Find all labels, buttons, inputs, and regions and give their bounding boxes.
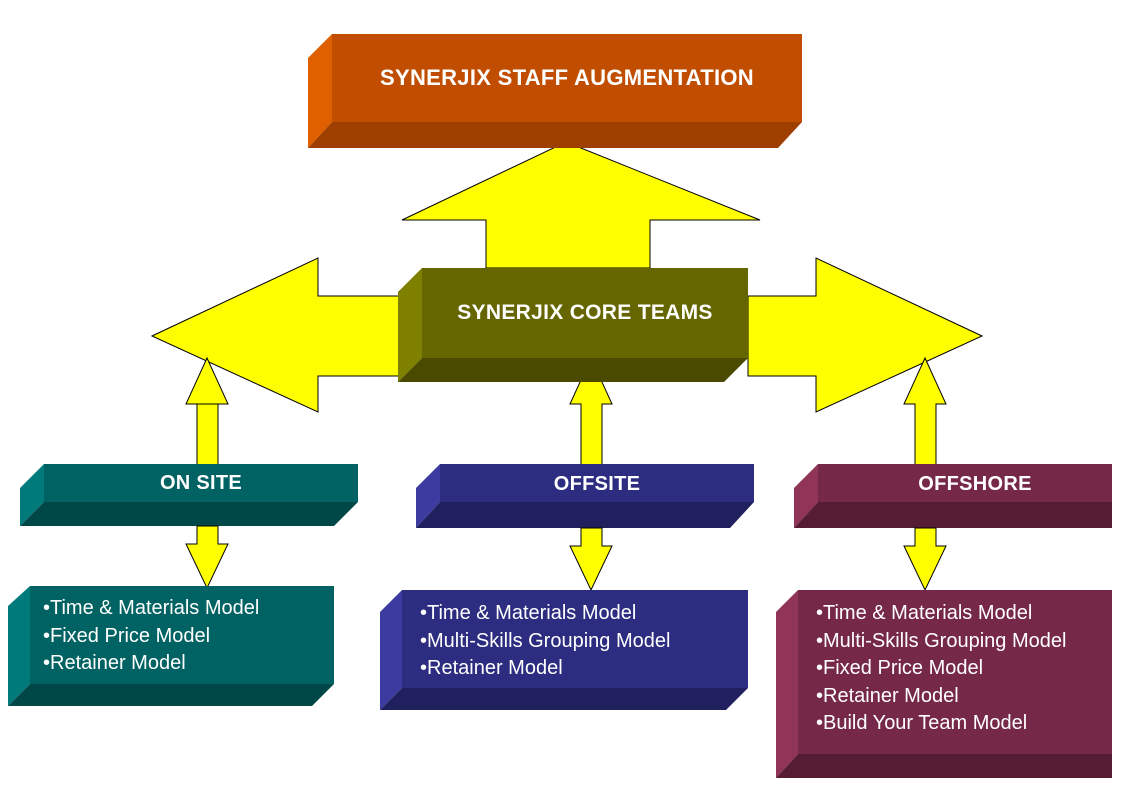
offshore-double-arrow xyxy=(903,356,947,469)
left-arrow xyxy=(150,257,401,413)
list-item: Multi-Skills Grouping Model xyxy=(420,628,670,656)
offsite-box xyxy=(416,464,754,528)
offshore-down-arrow xyxy=(903,527,947,592)
onsite-title: ON SITE xyxy=(159,471,243,494)
right-arrow xyxy=(747,257,984,413)
list-item: Time & Materials Model xyxy=(43,595,259,623)
list-item: Build Your Team Model xyxy=(816,710,1066,738)
onsite-down-arrow xyxy=(185,525,229,590)
list-item: Fixed Price Model xyxy=(816,655,1066,683)
core-box xyxy=(398,268,748,382)
list-item: Retainer Model xyxy=(43,650,259,678)
offsite-model-list: Time & Materials Model Multi-Skills Grou… xyxy=(420,600,670,683)
list-item: Retainer Model xyxy=(420,655,670,683)
up-arrow xyxy=(401,141,761,269)
list-item: Fixed Price Model xyxy=(43,623,259,651)
top-box xyxy=(308,34,802,148)
offshore-list-clip: Time & Materials Model Multi-Skills Grou… xyxy=(798,590,1112,754)
list-item: Time & Materials Model xyxy=(816,600,1066,628)
onsite-model-list: Time & Materials Model Fixed Price Model… xyxy=(43,595,259,678)
list-item: Retainer Model xyxy=(816,683,1066,711)
top-title: SYNERJIX STAFF AUGMENTATION xyxy=(380,65,754,90)
offshore-title: OFFSHORE xyxy=(918,472,1032,495)
core-title: SYNERJIX CORE TEAMS xyxy=(457,301,713,324)
offsite-down-arrow xyxy=(569,527,613,592)
offshore-box xyxy=(794,464,1112,528)
onsite-box xyxy=(20,464,358,526)
offsite-title: OFFSITE xyxy=(553,472,641,495)
list-item: Multi-Skills Grouping Model xyxy=(816,628,1066,656)
onsite-shaft xyxy=(196,403,219,469)
list-item: Time & Materials Model xyxy=(420,600,670,628)
offshore-model-list: Time & Materials Model Multi-Skills Grou… xyxy=(816,600,1066,738)
